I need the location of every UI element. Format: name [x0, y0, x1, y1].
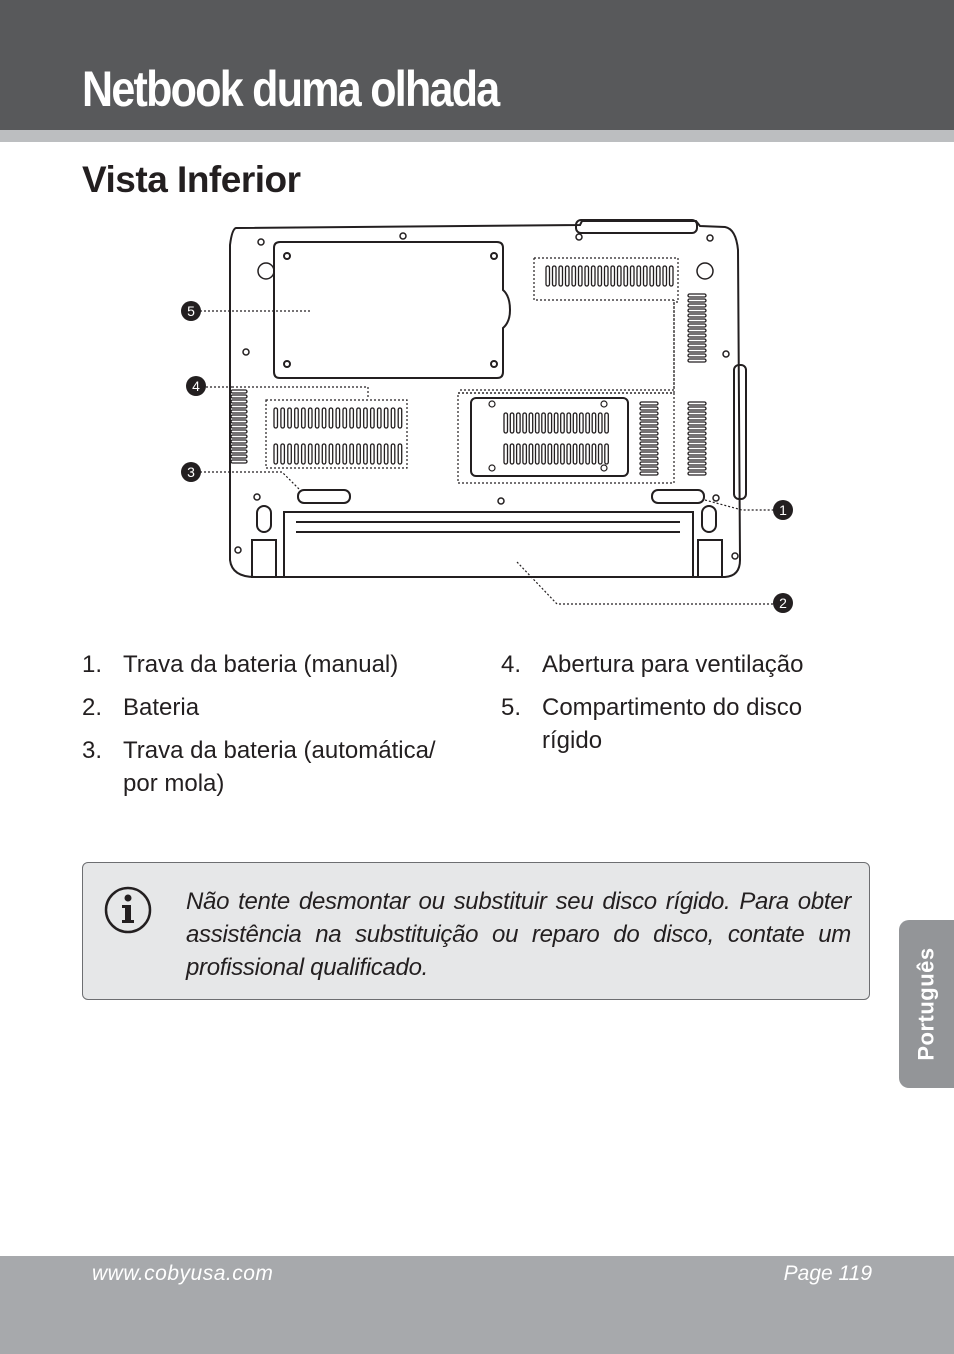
callout-4-label: 4 [192, 378, 200, 394]
parts-list-right: 4. Abertura para ventilação 5. Compartimen… [501, 648, 841, 767]
item-number: 1. [82, 651, 103, 678]
ventilation-slots [230, 265, 707, 476]
battery [251, 505, 723, 578]
item-number: 4. [501, 651, 522, 678]
memory-bay [457, 257, 679, 484]
netbook-bottom-diagram: 5 4 3 1 2 [181, 219, 793, 613]
netbook-body [229, 219, 747, 578]
language-tab [899, 920, 954, 1088]
list-item: 2. Bateria [82, 691, 472, 724]
callout-3-label: 3 [187, 464, 195, 480]
item-text: Abertura para ventilação [542, 651, 804, 678]
callout-3-icon [181, 462, 201, 482]
item-text: Compartimento do disco rígido [542, 694, 803, 754]
item-text: Trava da bateria (manual) [123, 651, 399, 678]
list-item: 1. Trava da bateria (manual) [82, 648, 472, 681]
left-vent-box [265, 399, 408, 469]
page-title: Netbook duma olhada [82, 61, 500, 117]
section-title: Vista Inferior [82, 159, 301, 200]
hard-drive-compartment [273, 241, 512, 379]
item-text: Trava da bateria (automática/ por mola) [123, 737, 436, 797]
info-icon [104, 886, 152, 934]
list-item: 5. Compartimento do disco rígido [501, 691, 841, 757]
callout-2-icon [773, 593, 793, 613]
callout-1-label: 1 [779, 502, 787, 518]
callout-markers: 5 4 3 1 2 [181, 301, 793, 613]
footer-url: www.cobyusa.com [92, 1262, 274, 1285]
leader-lines [200, 310, 774, 605]
header-stripe [0, 130, 954, 142]
battery-latches [297, 489, 705, 504]
item-number: 3. [82, 737, 103, 764]
screw-holes [234, 232, 739, 560]
language-label: Português [913, 947, 939, 1061]
list-item: 3. Trava da bateria (automática/ por mola… [82, 734, 472, 800]
callout-1-icon [773, 500, 793, 520]
callout-5-icon [181, 301, 201, 321]
list-item: 4. Abertura para ventilação [501, 648, 841, 681]
header-bar [0, 0, 954, 130]
callout-5-label: 5 [187, 303, 195, 319]
note-text: Não tente desmontar ou substituir seu di… [186, 888, 851, 981]
callout-2-label: 2 [779, 595, 787, 611]
item-number: 5. [501, 694, 522, 721]
callout-4-icon [186, 376, 206, 396]
parts-list-left: 1. Trava da bateria (manual) 2. Bateria 3.… [82, 648, 472, 810]
page-number: Page 119 [783, 1262, 872, 1285]
item-text: Bateria [123, 694, 200, 721]
note-box: Não tente desmontar ou substituir seu di… [82, 862, 870, 1000]
item-number: 2. [82, 694, 103, 721]
language-tab-label: Português [899, 920, 954, 1088]
footer-bar [0, 1256, 954, 1354]
